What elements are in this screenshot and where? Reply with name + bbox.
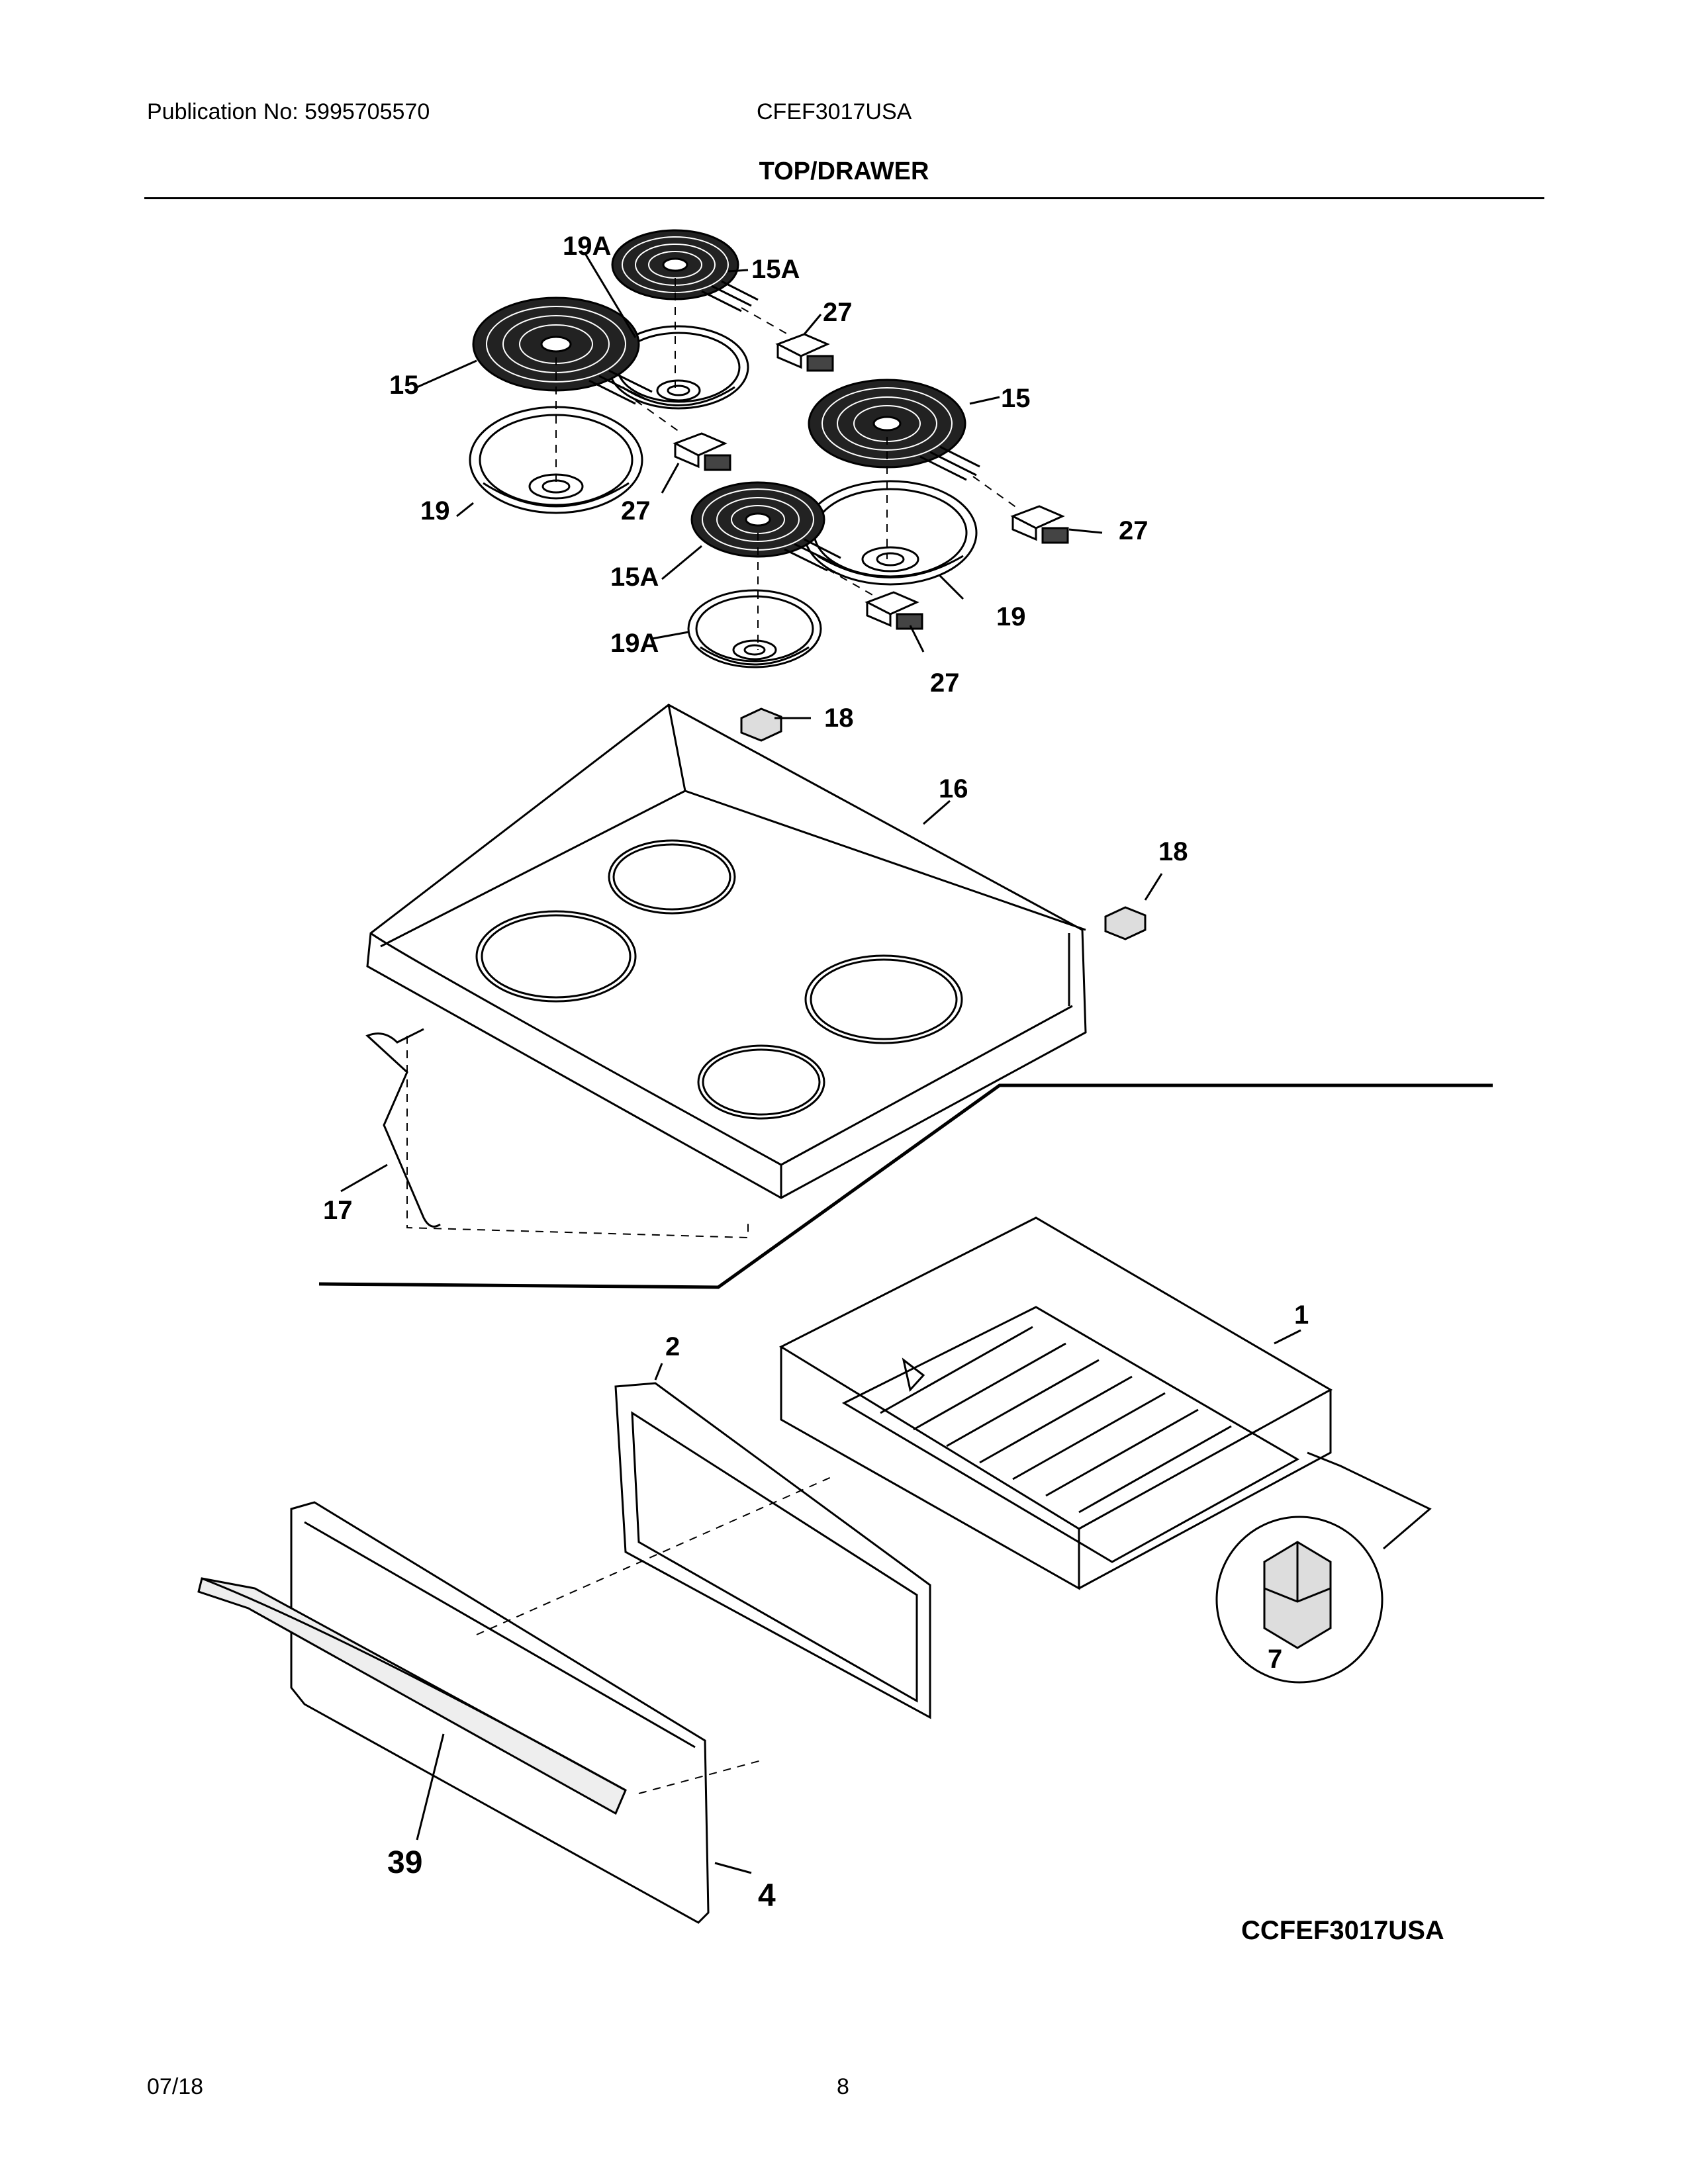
label-7: 7 <box>1268 1645 1282 1674</box>
drawer-panel-2 <box>614 1382 931 1719</box>
label-18-a: 18 <box>824 704 854 733</box>
drip-bowl-19a-bottom <box>687 589 822 668</box>
drawing-code: CCFEF3017USA <box>1241 1916 1444 1945</box>
label-1: 1 <box>1294 1300 1309 1330</box>
label-27-d: 27 <box>930 668 960 698</box>
drawer-front-4 <box>290 1501 710 1924</box>
title-rule <box>144 197 1544 199</box>
label-27-c: 27 <box>1119 516 1149 545</box>
main-top-16 <box>366 704 1087 1199</box>
coil-element-15-right <box>808 379 980 481</box>
drawer-body-1 <box>778 1216 1333 1590</box>
label-4: 4 <box>758 1878 776 1913</box>
receptacle-27-a <box>775 333 834 372</box>
label-16: 16 <box>939 774 968 803</box>
label-15a-mid: 15A <box>610 563 659 592</box>
label-27-a: 27 <box>823 298 853 327</box>
label-15a-top: 15A <box>751 255 800 284</box>
label-39: 39 <box>387 1845 422 1880</box>
receptacle-27-c <box>1010 505 1069 544</box>
publication-number: Publication No: 5995705570 <box>147 99 430 124</box>
label-15-right: 15 <box>1001 384 1031 413</box>
coil-element-15a-mid <box>690 481 841 572</box>
detail-circle-7 <box>1215 1451 1432 1684</box>
section-title: TOP/DRAWER <box>759 158 929 185</box>
model-number: CFEF3017USA <box>757 99 912 124</box>
receptacle-27-d <box>865 591 923 630</box>
label-18-b: 18 <box>1158 837 1188 866</box>
label-19-right: 19 <box>996 602 1026 631</box>
footer-date: 07/18 <box>147 2074 204 2099</box>
label-15-left: 15 <box>389 371 419 400</box>
label-2: 2 <box>665 1332 680 1361</box>
label-17: 17 <box>323 1196 353 1225</box>
coil-element-15-left <box>472 296 653 405</box>
receptacle-27-b <box>673 432 731 471</box>
leader-lines <box>340 254 1301 1874</box>
page-number: 8 <box>837 2074 849 2099</box>
bracket-18-a <box>740 707 782 742</box>
drip-bowl-19-right <box>803 480 978 586</box>
label-19a-top: 19A <box>563 232 611 261</box>
section-divider <box>318 1083 1493 1289</box>
drawer-handle-39 <box>197 1577 627 1815</box>
bracket-18-b <box>1104 906 1147 940</box>
label-19-left: 19 <box>420 496 450 525</box>
label-19a-bottom: 19A <box>610 629 659 658</box>
label-27-b: 27 <box>621 496 651 525</box>
anti-tip-wire-17 <box>365 1028 441 1228</box>
alignment-lines <box>406 278 1020 1794</box>
